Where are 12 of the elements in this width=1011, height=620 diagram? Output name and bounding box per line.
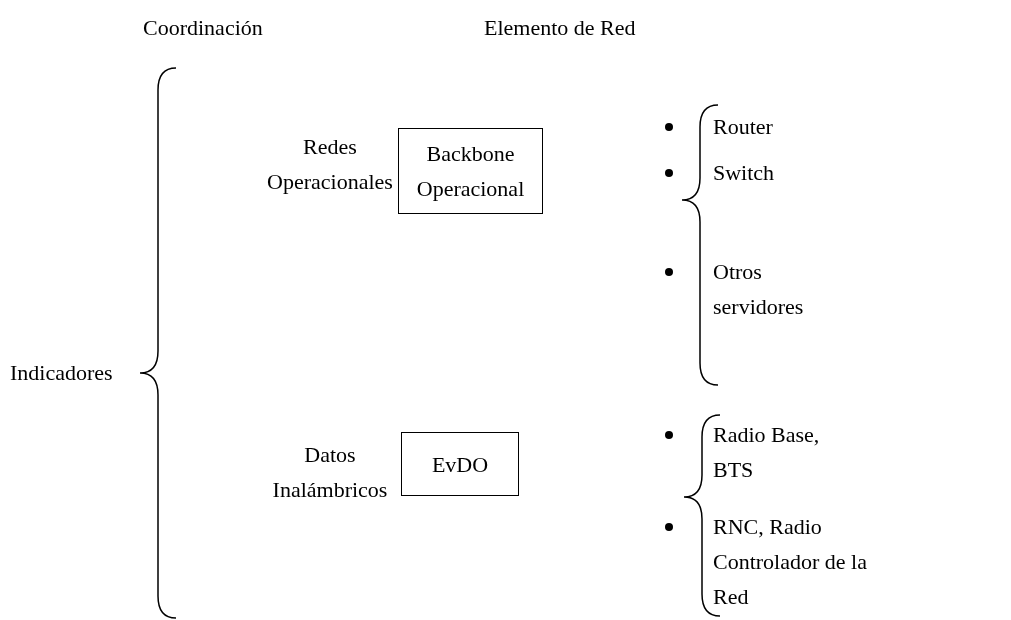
label-text: Radio Base, BTS xyxy=(713,421,821,484)
label-text: Elemento de Red xyxy=(484,14,637,42)
label-text: Datos Inalámbricos xyxy=(271,441,389,504)
process-box: EvDO xyxy=(401,432,519,496)
label-text: Coordinación xyxy=(143,14,264,42)
process-box: Backbone Operacional xyxy=(398,128,543,214)
label-text: RNC, Radio Controlador de la Red xyxy=(713,513,868,611)
label-text: Router xyxy=(713,113,774,141)
label-text: Switch xyxy=(713,159,776,187)
label-text: Redes Operacionales xyxy=(266,133,394,196)
label-text: Indicadores xyxy=(10,359,114,387)
label-text: Otros servidores xyxy=(713,258,805,321)
